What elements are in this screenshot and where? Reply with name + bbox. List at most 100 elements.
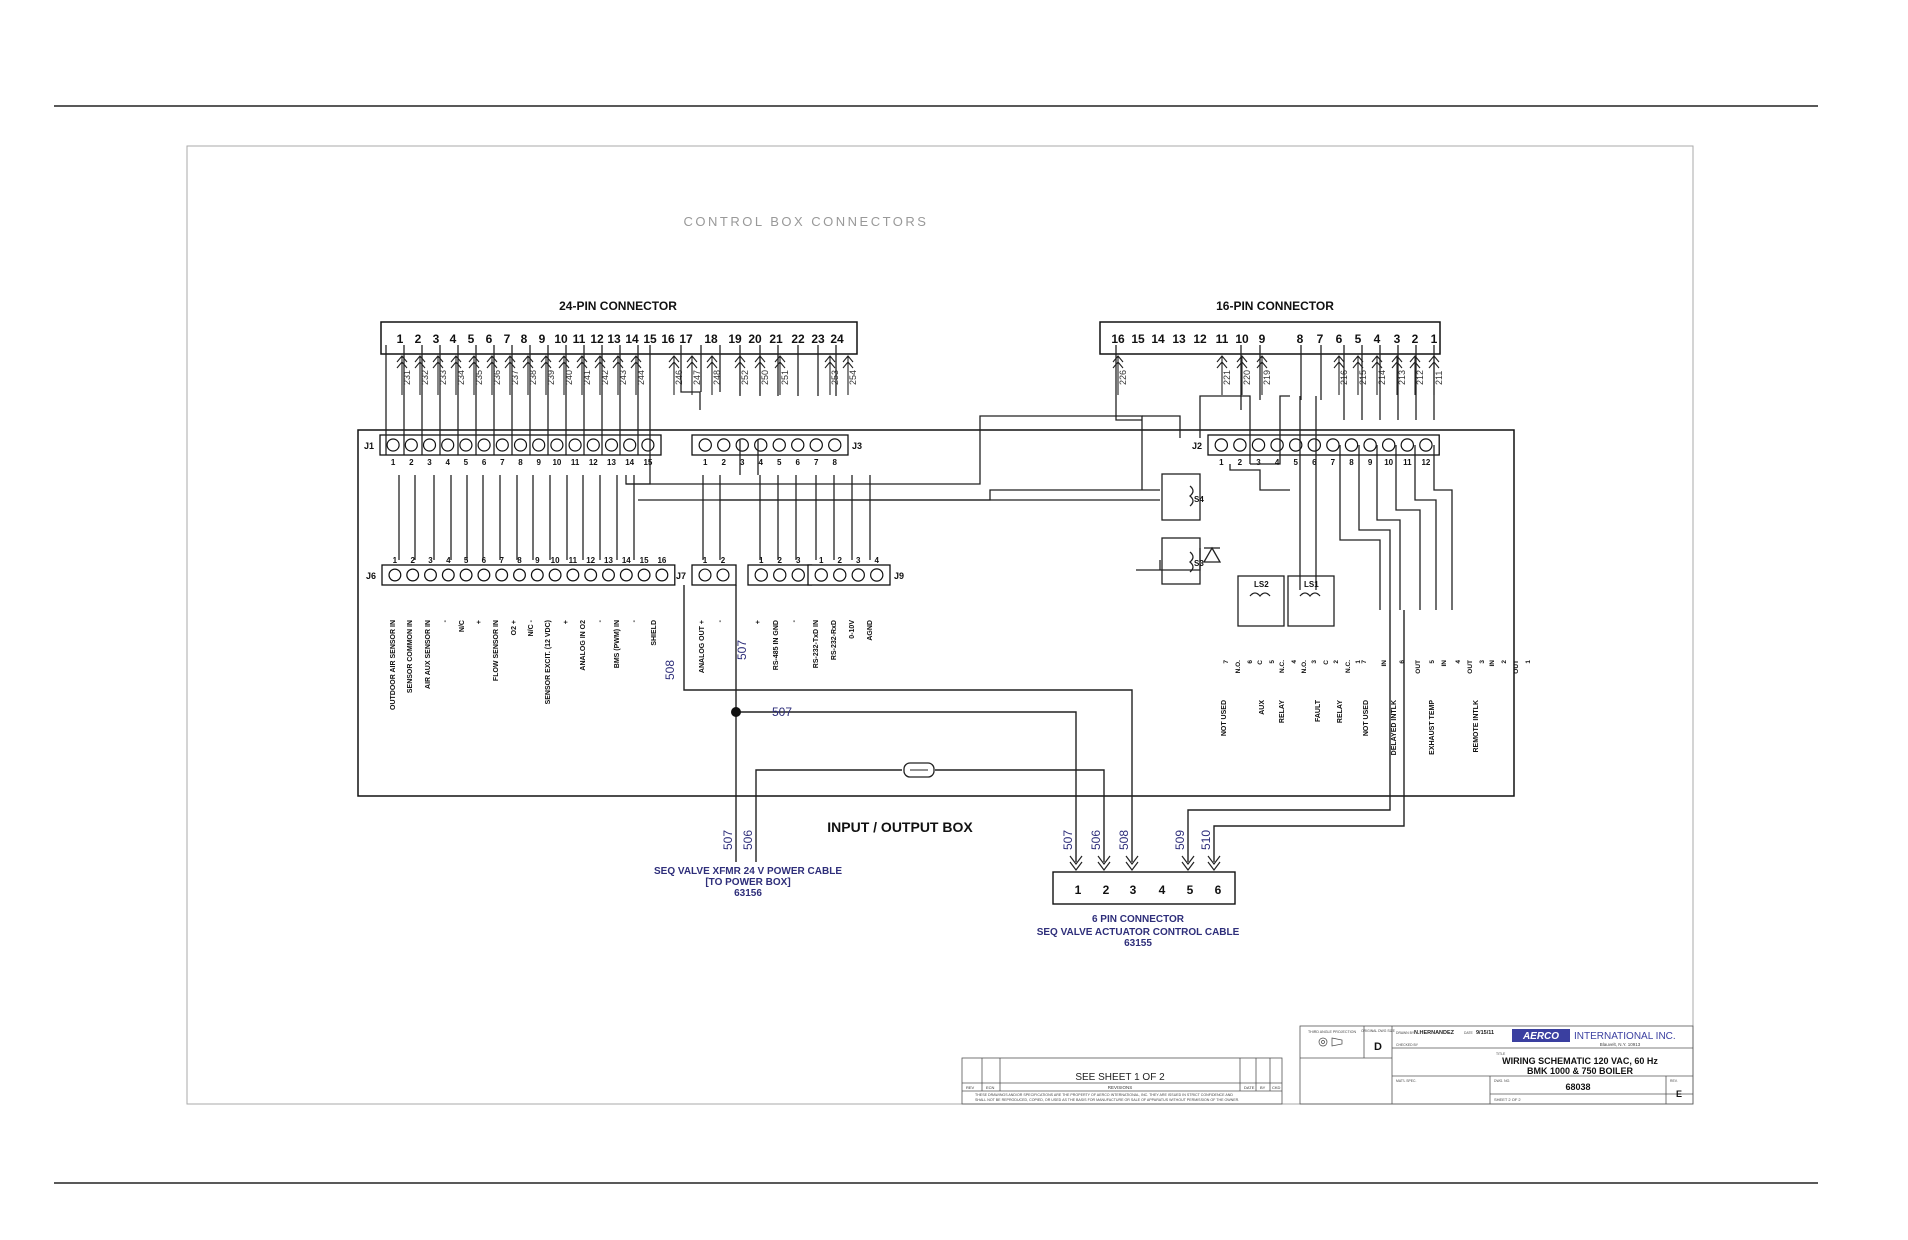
c24-wire-arrow	[686, 355, 698, 395]
interlock-label: NOT USED	[1363, 700, 1370, 736]
c16-wire-arrow	[1391, 355, 1403, 395]
c24-pin-number: 3	[433, 332, 440, 346]
interlock-term-label: 6	[1399, 660, 1406, 664]
c16-pin-number: 8	[1297, 332, 1304, 346]
j1-terminal	[386, 438, 400, 452]
c16-wire-number: 226	[1118, 370, 1128, 385]
j6-terminal-label: N/C -	[528, 619, 535, 636]
six-pin-number: 1	[1075, 883, 1082, 897]
terminal-label: RS-485 IN GND	[773, 620, 780, 670]
j7-terminal	[698, 568, 712, 582]
relay-output-label: AUX	[1259, 700, 1266, 715]
j2-pin-number: 5	[1293, 458, 1298, 467]
j1-pin-number: 12	[589, 458, 598, 467]
interlock-term-label: 1	[1525, 660, 1532, 664]
j1-pin-number: 8	[518, 458, 523, 467]
interlock-term-label: 7	[1361, 660, 1368, 664]
j6-pin-number: 16	[657, 556, 666, 565]
terminal-label: -	[717, 619, 724, 622]
c24-pin-number: 18	[704, 332, 718, 346]
c24-wire-arrow	[396, 355, 408, 395]
relay-ls1-label: LS1	[1304, 580, 1319, 589]
c16-wire-number: 212	[1415, 370, 1425, 385]
j6-terminal	[495, 568, 509, 582]
six-pin-arrow	[1069, 855, 1083, 871]
j2-terminal	[1307, 438, 1322, 452]
relay-s3	[1161, 537, 1201, 585]
c24-wire-arrow	[842, 355, 854, 395]
relay-term-label: C	[1323, 660, 1330, 665]
j6-strip	[381, 564, 676, 586]
j9-name: J9	[894, 571, 904, 581]
c24-wire-arrow	[824, 355, 836, 395]
c24-wire-number: 243	[618, 370, 628, 385]
c24-wire-arrow	[668, 355, 680, 395]
wire-number-label: 507	[1061, 830, 1075, 850]
j2-strip	[1207, 434, 1440, 456]
c16-pin-number: 14	[1151, 332, 1165, 346]
c24-pin-number: 5	[468, 332, 475, 346]
size-label: ORIGINAL DWG SIZE	[1361, 1029, 1396, 1033]
relay-term-label: 5	[1269, 660, 1276, 664]
checked-label: CHECKED BY	[1396, 1043, 1419, 1047]
j6-terminal	[584, 568, 598, 582]
dwg-no-label: DWG. NO.	[1494, 1079, 1510, 1083]
j7-terminal	[716, 568, 730, 582]
c24-pin-number: 7	[504, 332, 511, 346]
connector-24-title: 24-PIN CONNECTOR	[559, 299, 677, 313]
j6-pin-number: 3	[428, 556, 433, 565]
interlock-label: EXHAUST TEMP	[1429, 700, 1436, 755]
j6-pin-number: 10	[551, 556, 560, 565]
j6-terminal-label: OUTDOOR AIR SENSOR IN	[390, 620, 397, 710]
relay-block	[1161, 473, 1335, 627]
c24-wire-arrow	[414, 355, 426, 395]
j9-terminal	[851, 568, 865, 582]
c16-pin-number: 3	[1394, 332, 1401, 346]
j6-terminal-label: SENSOR COMMON IN	[407, 620, 414, 693]
j6-terminal-label: -	[597, 619, 604, 622]
relay-term-label: 3	[1311, 660, 1318, 664]
j6-terminal	[406, 568, 420, 582]
j1-terminal	[586, 438, 600, 452]
j3-pin-number: 6	[796, 458, 801, 467]
c24-pin-number: 16	[661, 332, 675, 346]
j1-pin-number: 2	[409, 458, 414, 467]
j6-terminal-label: AIR AUX SENSOR IN	[425, 620, 432, 689]
c24-wire-number: 233	[438, 370, 448, 385]
c16-pin-number: 11	[1216, 332, 1229, 346]
relay-term-label: N.O.	[1301, 660, 1308, 674]
c24-wire-number: 232	[420, 370, 430, 385]
relay-ls1	[1287, 575, 1335, 627]
power-cable-line2: [TO POWER BOX]	[705, 877, 790, 888]
c24-pin-number: 2	[415, 332, 422, 346]
j1-terminal	[550, 438, 564, 452]
j7-pin-number: 1	[703, 556, 708, 565]
six-pin-number: 6	[1215, 883, 1222, 897]
relay-term-label: N.C.	[1345, 660, 1352, 673]
j6-terminal	[566, 568, 580, 582]
j8-terminal	[773, 568, 787, 582]
c24-wire-arrow	[774, 355, 786, 395]
c24-pin-number: 10	[554, 332, 568, 346]
j1-pin-number: 14	[625, 458, 634, 467]
interlock-term-label: OUT	[1467, 660, 1474, 674]
j1-terminal	[532, 438, 546, 452]
c16-pin-number: 9	[1259, 332, 1266, 346]
c24-wire-arrow	[558, 355, 570, 395]
j9-terminal	[870, 568, 884, 582]
j6-terminal-label: -	[631, 619, 638, 622]
j8-pin-number: 3	[796, 556, 801, 565]
six-pin-number: 4	[1159, 883, 1166, 897]
junction-dot	[731, 707, 741, 717]
j6-terminal	[459, 568, 473, 582]
title-block	[961, 1025, 1694, 1105]
inline-fuse	[903, 762, 935, 778]
j2-pin-number: 1	[1219, 458, 1224, 467]
j6-terminal	[513, 568, 526, 582]
j6-pin-number: 1	[393, 556, 398, 565]
